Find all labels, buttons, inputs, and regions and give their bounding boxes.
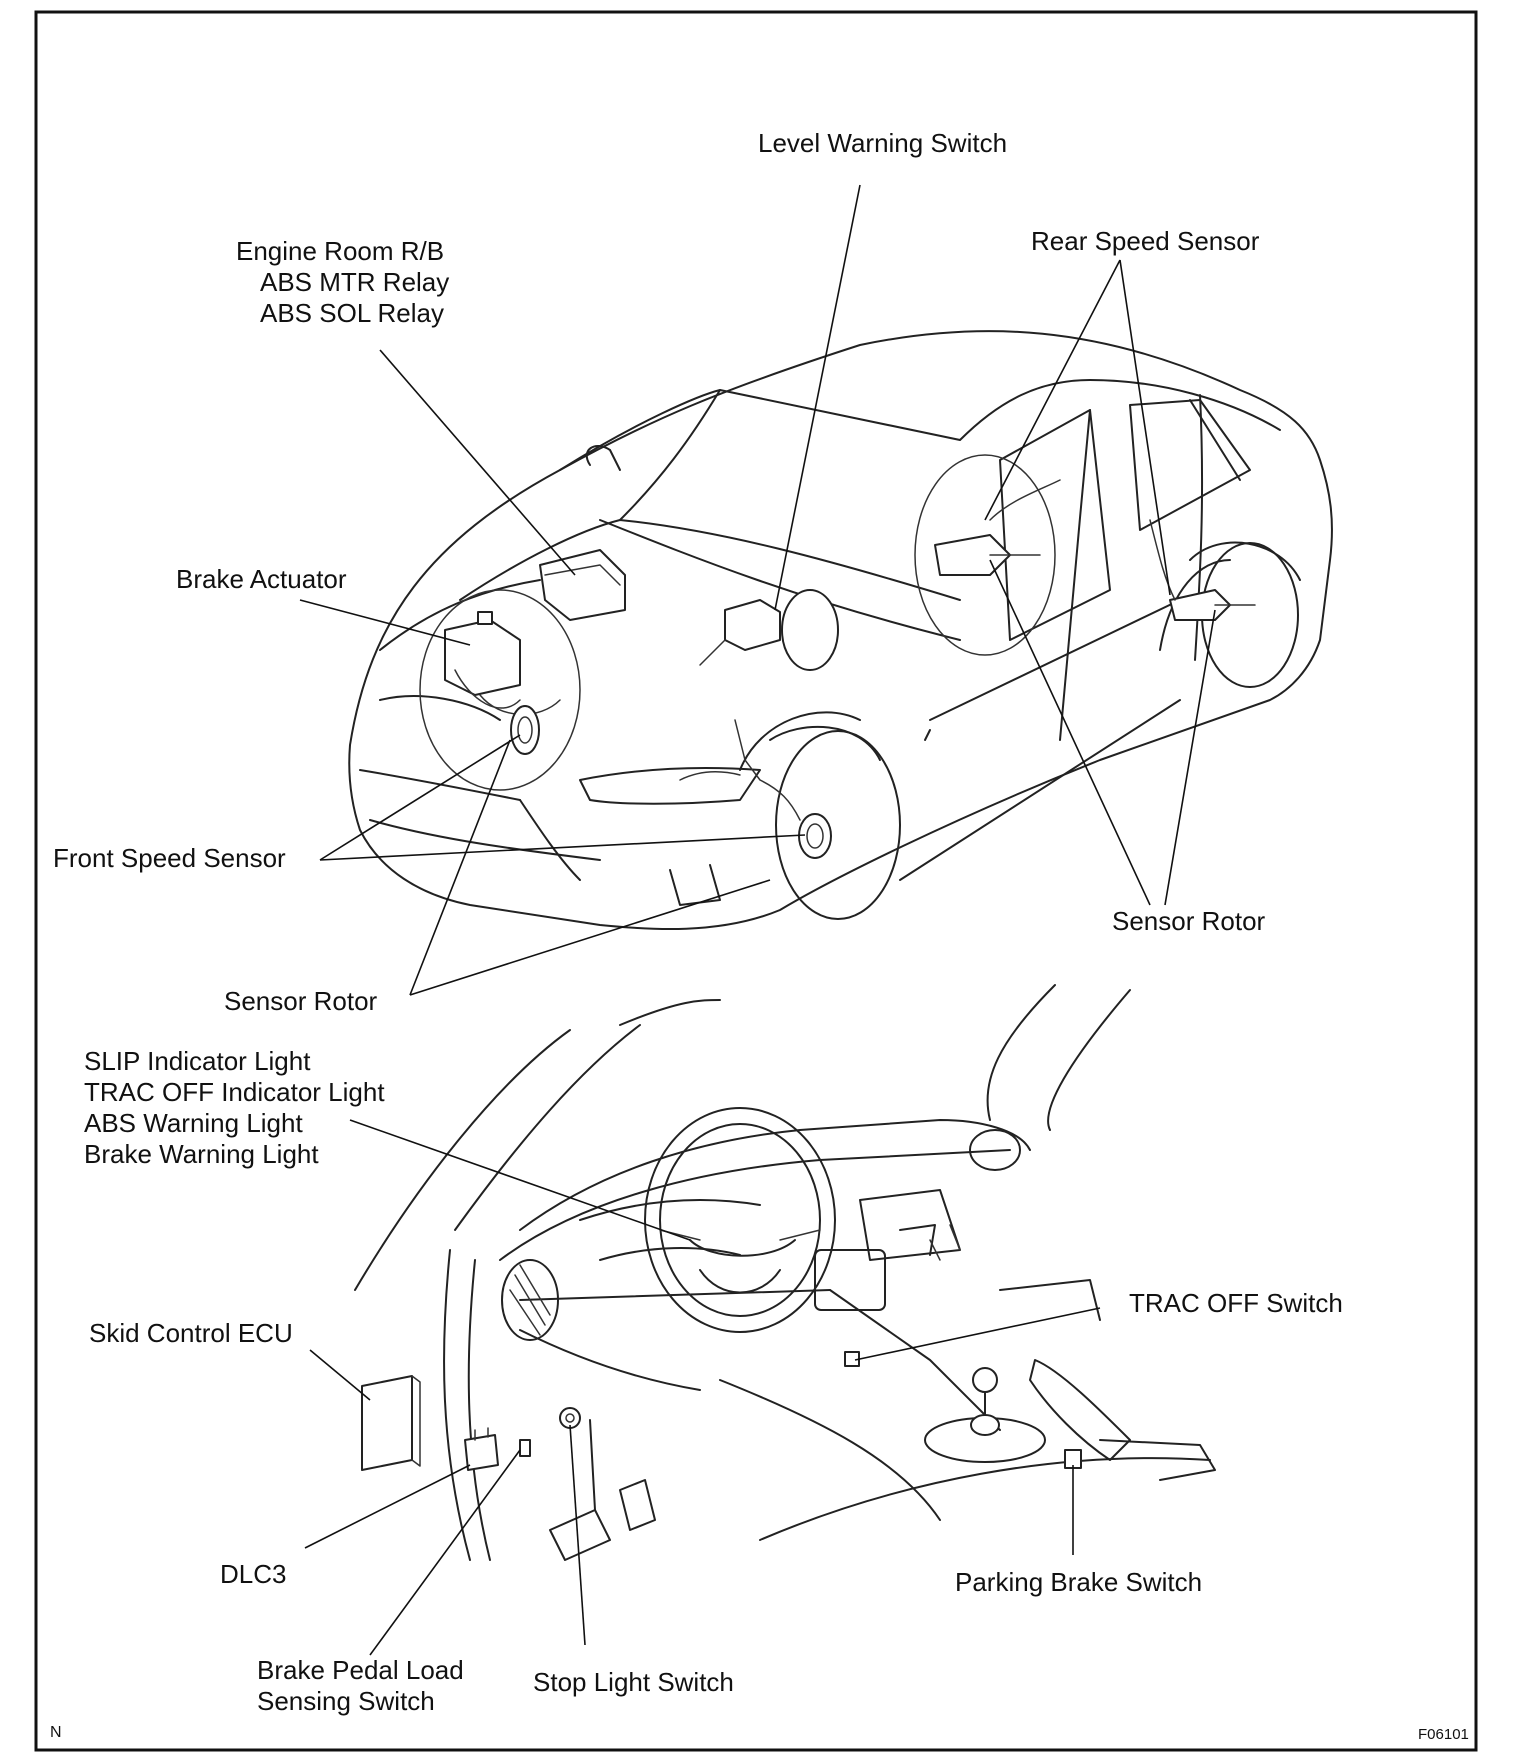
brake-actuator: [444, 611, 561, 716]
leader-sensor-rotor-front-b: [409, 879, 771, 996]
leader-trac-off-switch: [854, 1307, 1101, 1361]
label-text: Level Warning Switch: [758, 128, 1008, 158]
label-text: ABS SOL Relay: [260, 298, 445, 328]
leader-front-speed-sensor-a: [319, 734, 521, 861]
page-border: [34, 10, 1478, 1752]
front-speed-sensor-right: [679, 719, 832, 859]
leader-level-warning-switch: [774, 184, 861, 611]
label-sensor-rotor-front: Sensor Rotor: [224, 986, 377, 1017]
label-parking-brake-switch: Parking Brake Switch: [955, 1567, 1202, 1598]
label-text: TRAC OFF Indicator Light: [84, 1077, 385, 1107]
label-text: Sensor Rotor: [224, 986, 378, 1016]
label-engine-room-rb: Engine Room R/B ABS MTR Relay ABS SOL Re…: [236, 236, 449, 329]
corner-mark-text: N: [50, 1724, 62, 1741]
leader-lines: [299, 184, 1216, 1656]
leader-rear-speed-sensor-a: [984, 259, 1121, 521]
master-cylinder: [699, 589, 839, 671]
leader-stop-light-switch: [569, 1424, 586, 1646]
corner-mark-text: F06101: [1418, 1726, 1469, 1743]
label-skid-control-ecu: Skid Control ECU: [89, 1318, 293, 1349]
leader-sensor-rotor-rear-a: [989, 559, 1151, 906]
label-brake-actuator: Brake Actuator: [176, 564, 347, 595]
leader-indicator-lights: [349, 1119, 691, 1241]
leader-dlc3: [304, 1464, 471, 1549]
label-brake-pedal-load-sensing-switch: Brake Pedal Load Sensing Switch: [257, 1655, 464, 1717]
leader-front-speed-sensor-b: [319, 834, 806, 861]
leader-engine-room-rb: [379, 349, 576, 576]
label-text: Brake Actuator: [176, 564, 347, 594]
label-text: Front Speed Sensor: [53, 843, 286, 873]
label-indicator-lights: SLIP Indicator Light TRAC OFF Indicator …: [84, 1046, 385, 1170]
leader-brake-actuator: [299, 599, 471, 646]
corner-mark-left: N: [50, 1724, 62, 1742]
steering-wheel: [644, 1107, 836, 1333]
label-text: Brake Pedal Load: [257, 1655, 464, 1685]
label-text: Rear Speed Sensor: [1031, 226, 1260, 256]
brake-pedal-load-switch: [519, 1439, 531, 1457]
label-text: ABS MTR Relay: [260, 267, 450, 297]
label-trac-off-switch: TRAC OFF Switch: [1129, 1288, 1343, 1319]
label-text: Engine Room R/B: [236, 236, 445, 266]
engine-room-rb: [539, 549, 626, 621]
leader-sensor-rotor-front-a: [409, 739, 511, 996]
skid-control-ecu-box: [361, 1375, 421, 1471]
leader-rear-speed-sensor-b: [1119, 259, 1171, 596]
label-text: SLIP Indicator Light: [84, 1046, 311, 1076]
label-text: DLC3: [220, 1559, 287, 1589]
label-sensor-rotor-rear: Sensor Rotor: [1112, 906, 1265, 937]
label-stop-light-switch: Stop Light Switch: [533, 1667, 734, 1698]
dashboard-outline: [354, 984, 1216, 1561]
label-text: Stop Light Switch: [533, 1667, 734, 1697]
corner-mark-right: F06101: [1418, 1726, 1469, 1744]
label-text: TRAC OFF Switch: [1129, 1288, 1343, 1318]
rear-axle-left: [934, 479, 1061, 576]
label-rear-speed-sensor: Rear Speed Sensor: [1031, 226, 1259, 257]
label-front-speed-sensor: Front Speed Sensor: [53, 843, 286, 874]
front-speed-sensor-left: [510, 705, 540, 755]
leader-skid-control-ecu: [309, 1349, 371, 1401]
label-text: Brake Warning Light: [84, 1139, 319, 1169]
dlc3-connector: [464, 1427, 499, 1471]
label-text: Sensing Switch: [257, 1686, 435, 1716]
leader-brake-pedal-load: [369, 1449, 521, 1656]
label-text: Skid Control ECU: [89, 1318, 293, 1348]
leader-sensor-rotor-rear-b: [1164, 609, 1216, 906]
label-text: ABS Warning Light: [84, 1108, 303, 1138]
label-text: Sensor Rotor: [1112, 906, 1266, 936]
label-level-warning-switch: Level Warning Switch: [758, 128, 1007, 159]
label-dlc3: DLC3: [220, 1559, 286, 1590]
label-text: Parking Brake Switch: [955, 1567, 1203, 1597]
